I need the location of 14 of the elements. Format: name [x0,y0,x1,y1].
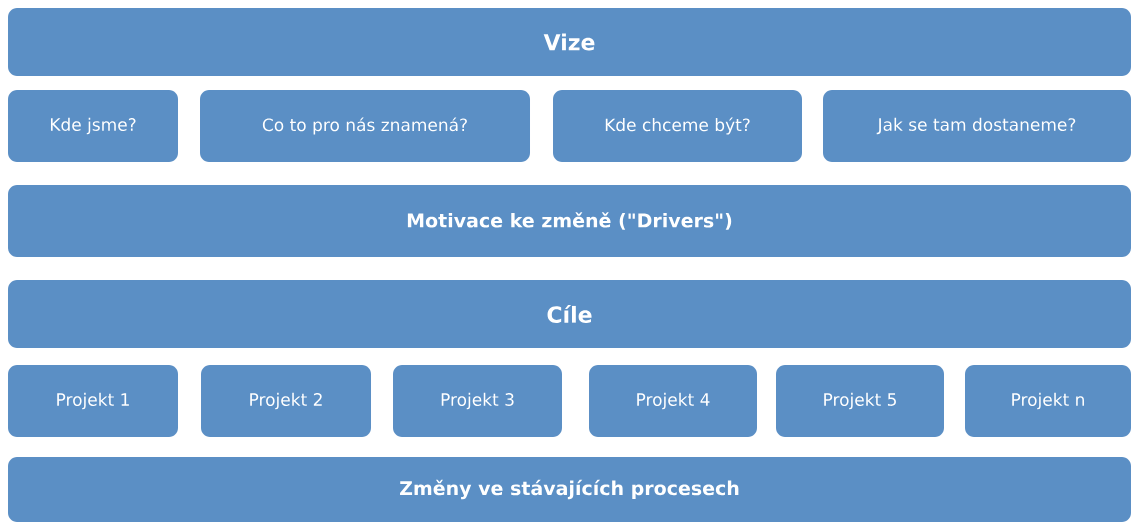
question-box: Kde chceme být? [553,90,802,162]
band: Motivace ke změně ("Drivers") [8,185,1131,257]
question-box: Kde jsme? [8,90,178,162]
band: Cíle [8,280,1131,348]
project-box: Projekt n [965,365,1131,437]
project-box: Projekt 4 [589,365,757,437]
band: Vize [8,8,1131,76]
project-box: Projekt 5 [776,365,944,437]
question-box: Jak se tam dostaneme? [823,90,1131,162]
project-box: Projekt 2 [201,365,371,437]
question-box: Co to pro nás znamená? [200,90,530,162]
band: Změny ve stávajících procesech [8,457,1131,522]
project-box: Projekt 1 [8,365,178,437]
project-box: Projekt 3 [393,365,562,437]
